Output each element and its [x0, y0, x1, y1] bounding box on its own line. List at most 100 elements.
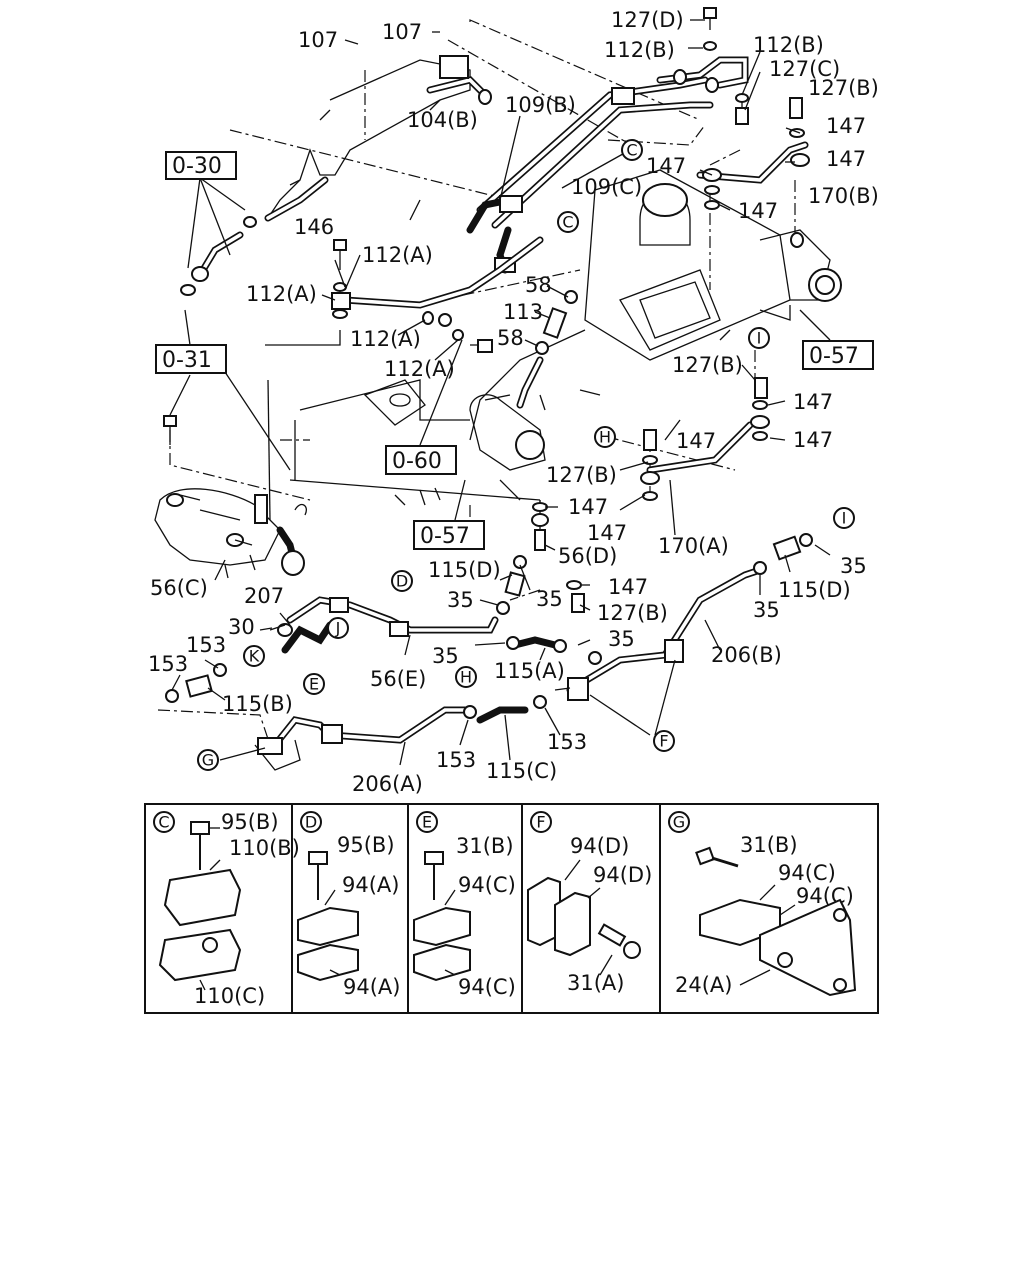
svg-text:C: C: [626, 141, 637, 160]
svg-text:94(D): 94(D): [570, 834, 629, 858]
svg-text:35: 35: [753, 598, 780, 622]
ref-box-0-30[interactable]: 0-30: [165, 151, 237, 180]
svg-text:94(A): 94(A): [342, 873, 399, 897]
svg-text:112(A): 112(A): [246, 282, 317, 306]
detail-panel-e: E 31(B) 94(C) 94(C): [413, 811, 516, 999]
svg-text:112(A): 112(A): [384, 357, 455, 381]
marker-d-1: D: [391, 570, 413, 592]
marker-j-1: J: [327, 617, 349, 639]
svg-text:D: D: [396, 572, 408, 591]
svg-text:35: 35: [432, 644, 459, 668]
svg-text:147: 147: [738, 199, 778, 223]
svg-text:147: 147: [587, 521, 627, 545]
svg-text:58: 58: [497, 326, 524, 350]
svg-text:206(A): 206(A): [352, 772, 423, 796]
svg-text:127(B): 127(B): [672, 353, 743, 377]
detail-panel-d: D 95(B) 94(A) 94(A): [297, 811, 400, 999]
ref-box-0-57-b[interactable]: 0-57: [802, 340, 874, 370]
svg-text:112(A): 112(A): [362, 243, 433, 267]
pipes-206: [165, 533, 813, 771]
svg-text:147: 147: [793, 428, 833, 452]
svg-text:G: G: [202, 751, 214, 770]
parts-58-113: [516, 290, 578, 409]
svg-text:56(C): 56(C): [150, 576, 208, 600]
bracket-104b: [269, 55, 492, 216]
svg-text:95(B): 95(B): [337, 833, 395, 857]
svg-text:170(A): 170(A): [658, 534, 729, 558]
marker-i-1: I: [748, 327, 770, 349]
svg-text:115(D): 115(D): [778, 578, 851, 602]
marker-e-1: E: [303, 673, 325, 695]
leader-lines: [171, 19, 831, 766]
svg-text:147: 147: [568, 495, 608, 519]
ref-0-31-text: 0-31: [162, 348, 212, 373]
svg-text:H: H: [599, 428, 611, 447]
svg-text:E: E: [309, 675, 319, 694]
svg-text:94(C): 94(C): [796, 884, 854, 908]
ref-0-57-a-text: 0-57: [420, 524, 470, 549]
svg-text:I: I: [757, 329, 762, 348]
marker-h-1: H: [594, 426, 616, 448]
svg-text:115(D): 115(D): [428, 558, 501, 582]
callout-labels: 107 107 127(D) 112(B) 112(B) 127(C) 127(…: [148, 8, 879, 796]
svg-text:F: F: [536, 813, 545, 832]
svg-text:35: 35: [608, 627, 635, 651]
svg-text:170(B): 170(B): [808, 184, 879, 208]
ref-box-0-57-a[interactable]: 0-57: [413, 520, 485, 550]
svg-text:E: E: [422, 813, 432, 832]
svg-text:153: 153: [436, 748, 476, 772]
svg-text:H: H: [460, 668, 472, 687]
svg-text:115(C): 115(C): [486, 759, 557, 783]
svg-text:110(B): 110(B): [229, 836, 300, 860]
ref-box-0-31[interactable]: 0-31: [155, 344, 227, 374]
svg-text:94(C): 94(C): [458, 975, 516, 999]
svg-text:127(D): 127(D): [611, 8, 684, 32]
marker-k-1: K: [243, 645, 265, 667]
pipe-112a: [331, 236, 544, 353]
marker-i-2: I: [833, 507, 855, 529]
svg-text:35: 35: [840, 554, 867, 578]
svg-text:153: 153: [148, 652, 188, 676]
svg-text:146: 146: [294, 215, 334, 239]
detail-panel-c: C 95(B) 110(B) 110(C): [153, 810, 300, 1008]
svg-text:115(A): 115(A): [494, 659, 565, 683]
svg-text:G: G: [673, 813, 685, 832]
svg-text:147: 147: [608, 575, 648, 599]
svg-text:107: 107: [298, 28, 338, 52]
svg-text:127(B): 127(B): [808, 76, 879, 100]
svg-text:127(B): 127(B): [597, 601, 668, 625]
svg-text:31(A): 31(A): [567, 971, 624, 995]
svg-text:35: 35: [536, 587, 563, 611]
svg-text:113: 113: [503, 300, 543, 324]
svg-text:206(B): 206(B): [711, 643, 782, 667]
svg-text:94(C): 94(C): [778, 861, 836, 885]
svg-text:94(A): 94(A): [343, 975, 400, 999]
engine-block: [289, 169, 842, 501]
svg-text:31(B): 31(B): [740, 833, 798, 857]
svg-text:112(B): 112(B): [753, 33, 824, 57]
lower-assembly: [269, 500, 585, 654]
ref-0-60-text: 0-60: [392, 449, 442, 474]
ref-0-57-b-text: 0-57: [809, 344, 859, 369]
svg-text:147: 147: [826, 114, 866, 138]
upper-right-fittings: [656, 7, 810, 248]
svg-text:58: 58: [525, 273, 552, 297]
svg-text:C: C: [158, 813, 169, 832]
marker-f-1: F: [653, 730, 675, 752]
manifold-56c: [154, 415, 307, 579]
marker-c-2: C: [557, 211, 579, 233]
ref-0-30-text: 0-30: [172, 154, 222, 179]
svg-text:153: 153: [186, 633, 226, 657]
ref-box-0-60[interactable]: 0-60: [385, 445, 457, 475]
detail-panel-g: G 31(B) 94(C) 94(C) 24(A): [668, 811, 857, 997]
svg-text:207: 207: [244, 584, 284, 608]
marker-g-1: G: [197, 749, 219, 771]
svg-text:153: 153: [547, 730, 587, 754]
svg-text:K: K: [249, 647, 260, 666]
svg-text:I: I: [842, 509, 847, 528]
svg-text:127(C): 127(C): [769, 57, 840, 81]
ref-pointers: [169, 177, 831, 521]
svg-text:C: C: [562, 213, 573, 232]
marker-c-1: C: [621, 139, 643, 161]
